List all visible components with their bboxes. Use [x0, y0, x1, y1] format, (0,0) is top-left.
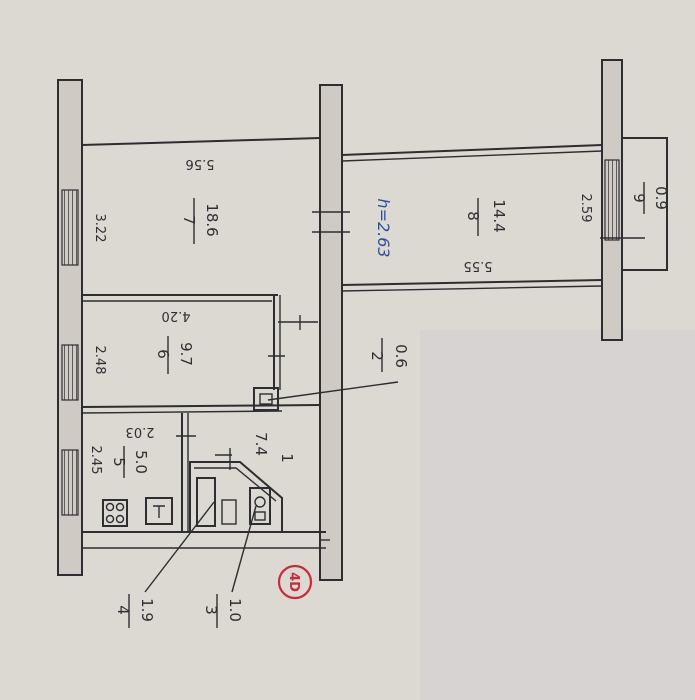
- bathroom-outline: [189, 461, 283, 533]
- stove-burner-4-icon: [115, 514, 125, 524]
- toilet-tank-icon: [254, 511, 266, 521]
- room2-number: 2: [368, 351, 386, 361]
- room4-number: 4: [114, 605, 132, 615]
- room2-area: 0.6: [392, 344, 410, 368]
- room7-area: 18.6: [203, 203, 221, 236]
- leader-room3: [231, 505, 257, 593]
- room4-area: 1.9: [138, 598, 156, 622]
- ceiling-height: h=2.63: [374, 198, 393, 257]
- wall-room7-top: [81, 137, 321, 146]
- stove-icon: [102, 499, 128, 527]
- window-room5: [61, 449, 79, 516]
- room8-number: 8: [464, 211, 482, 221]
- wall-room8-bottom: [341, 279, 603, 286]
- sink-tap-icon: [153, 505, 165, 518]
- room6-area: 9.7: [177, 342, 195, 366]
- room9-area: 0.9: [652, 186, 670, 210]
- dim-room5-length: 2.03: [126, 424, 155, 439]
- dim-room7-length: 5.56: [186, 156, 215, 171]
- room3-area: 1.0: [226, 598, 244, 622]
- room1-area: 7.4: [252, 432, 270, 456]
- toilet-room-box: [221, 499, 237, 525]
- toilet-bowl-icon: [254, 496, 266, 508]
- balcony-outline: [621, 137, 668, 271]
- room1-number: 1: [278, 453, 296, 463]
- apartment-number: 4D: [286, 572, 301, 592]
- leader-room2: [267, 381, 399, 401]
- wall-room8-top: [341, 144, 603, 156]
- wall-room8-top-inner: [341, 150, 603, 162]
- bathtub-icon: [196, 477, 216, 527]
- wall-room6-bottom-inner: [81, 410, 283, 414]
- window-room6: [61, 344, 79, 401]
- interior-wall-middle: [319, 84, 343, 581]
- room8-area: 14.4: [490, 199, 508, 232]
- room9-number: 9: [630, 193, 648, 203]
- window-room7: [61, 189, 79, 266]
- leader-room4: [144, 501, 215, 593]
- room3-number: 3: [202, 605, 220, 615]
- wall-room6-bottom: [81, 404, 321, 408]
- stove-burner-2-icon: [115, 502, 125, 512]
- room6-number: 6: [154, 349, 172, 359]
- wall-room8-bottom-inner: [341, 285, 603, 292]
- stove-burner-1-icon: [105, 502, 115, 512]
- dim-room7-width: 3.22: [92, 214, 107, 243]
- sink-icon: [145, 497, 173, 525]
- paper-shade-right: [420, 330, 695, 700]
- dim-room5-width: 2.45: [88, 446, 103, 475]
- stove-burner-3-icon: [105, 514, 115, 524]
- apartment-stamp: [277, 564, 313, 600]
- dim-room6-length: 4.20: [162, 308, 191, 323]
- room5-number: 5: [110, 457, 128, 467]
- room7-number: 7: [180, 215, 198, 225]
- bathroom-outline-inner: [194, 467, 277, 502]
- dim-room6-width: 2.48: [92, 346, 107, 375]
- window-room8: [604, 159, 620, 241]
- room5-area: 5.0: [132, 450, 150, 474]
- dim-balcony-width: 2.59: [578, 194, 593, 223]
- dim-room8-length: 5.55: [464, 258, 493, 273]
- toilet-icon: [249, 487, 271, 525]
